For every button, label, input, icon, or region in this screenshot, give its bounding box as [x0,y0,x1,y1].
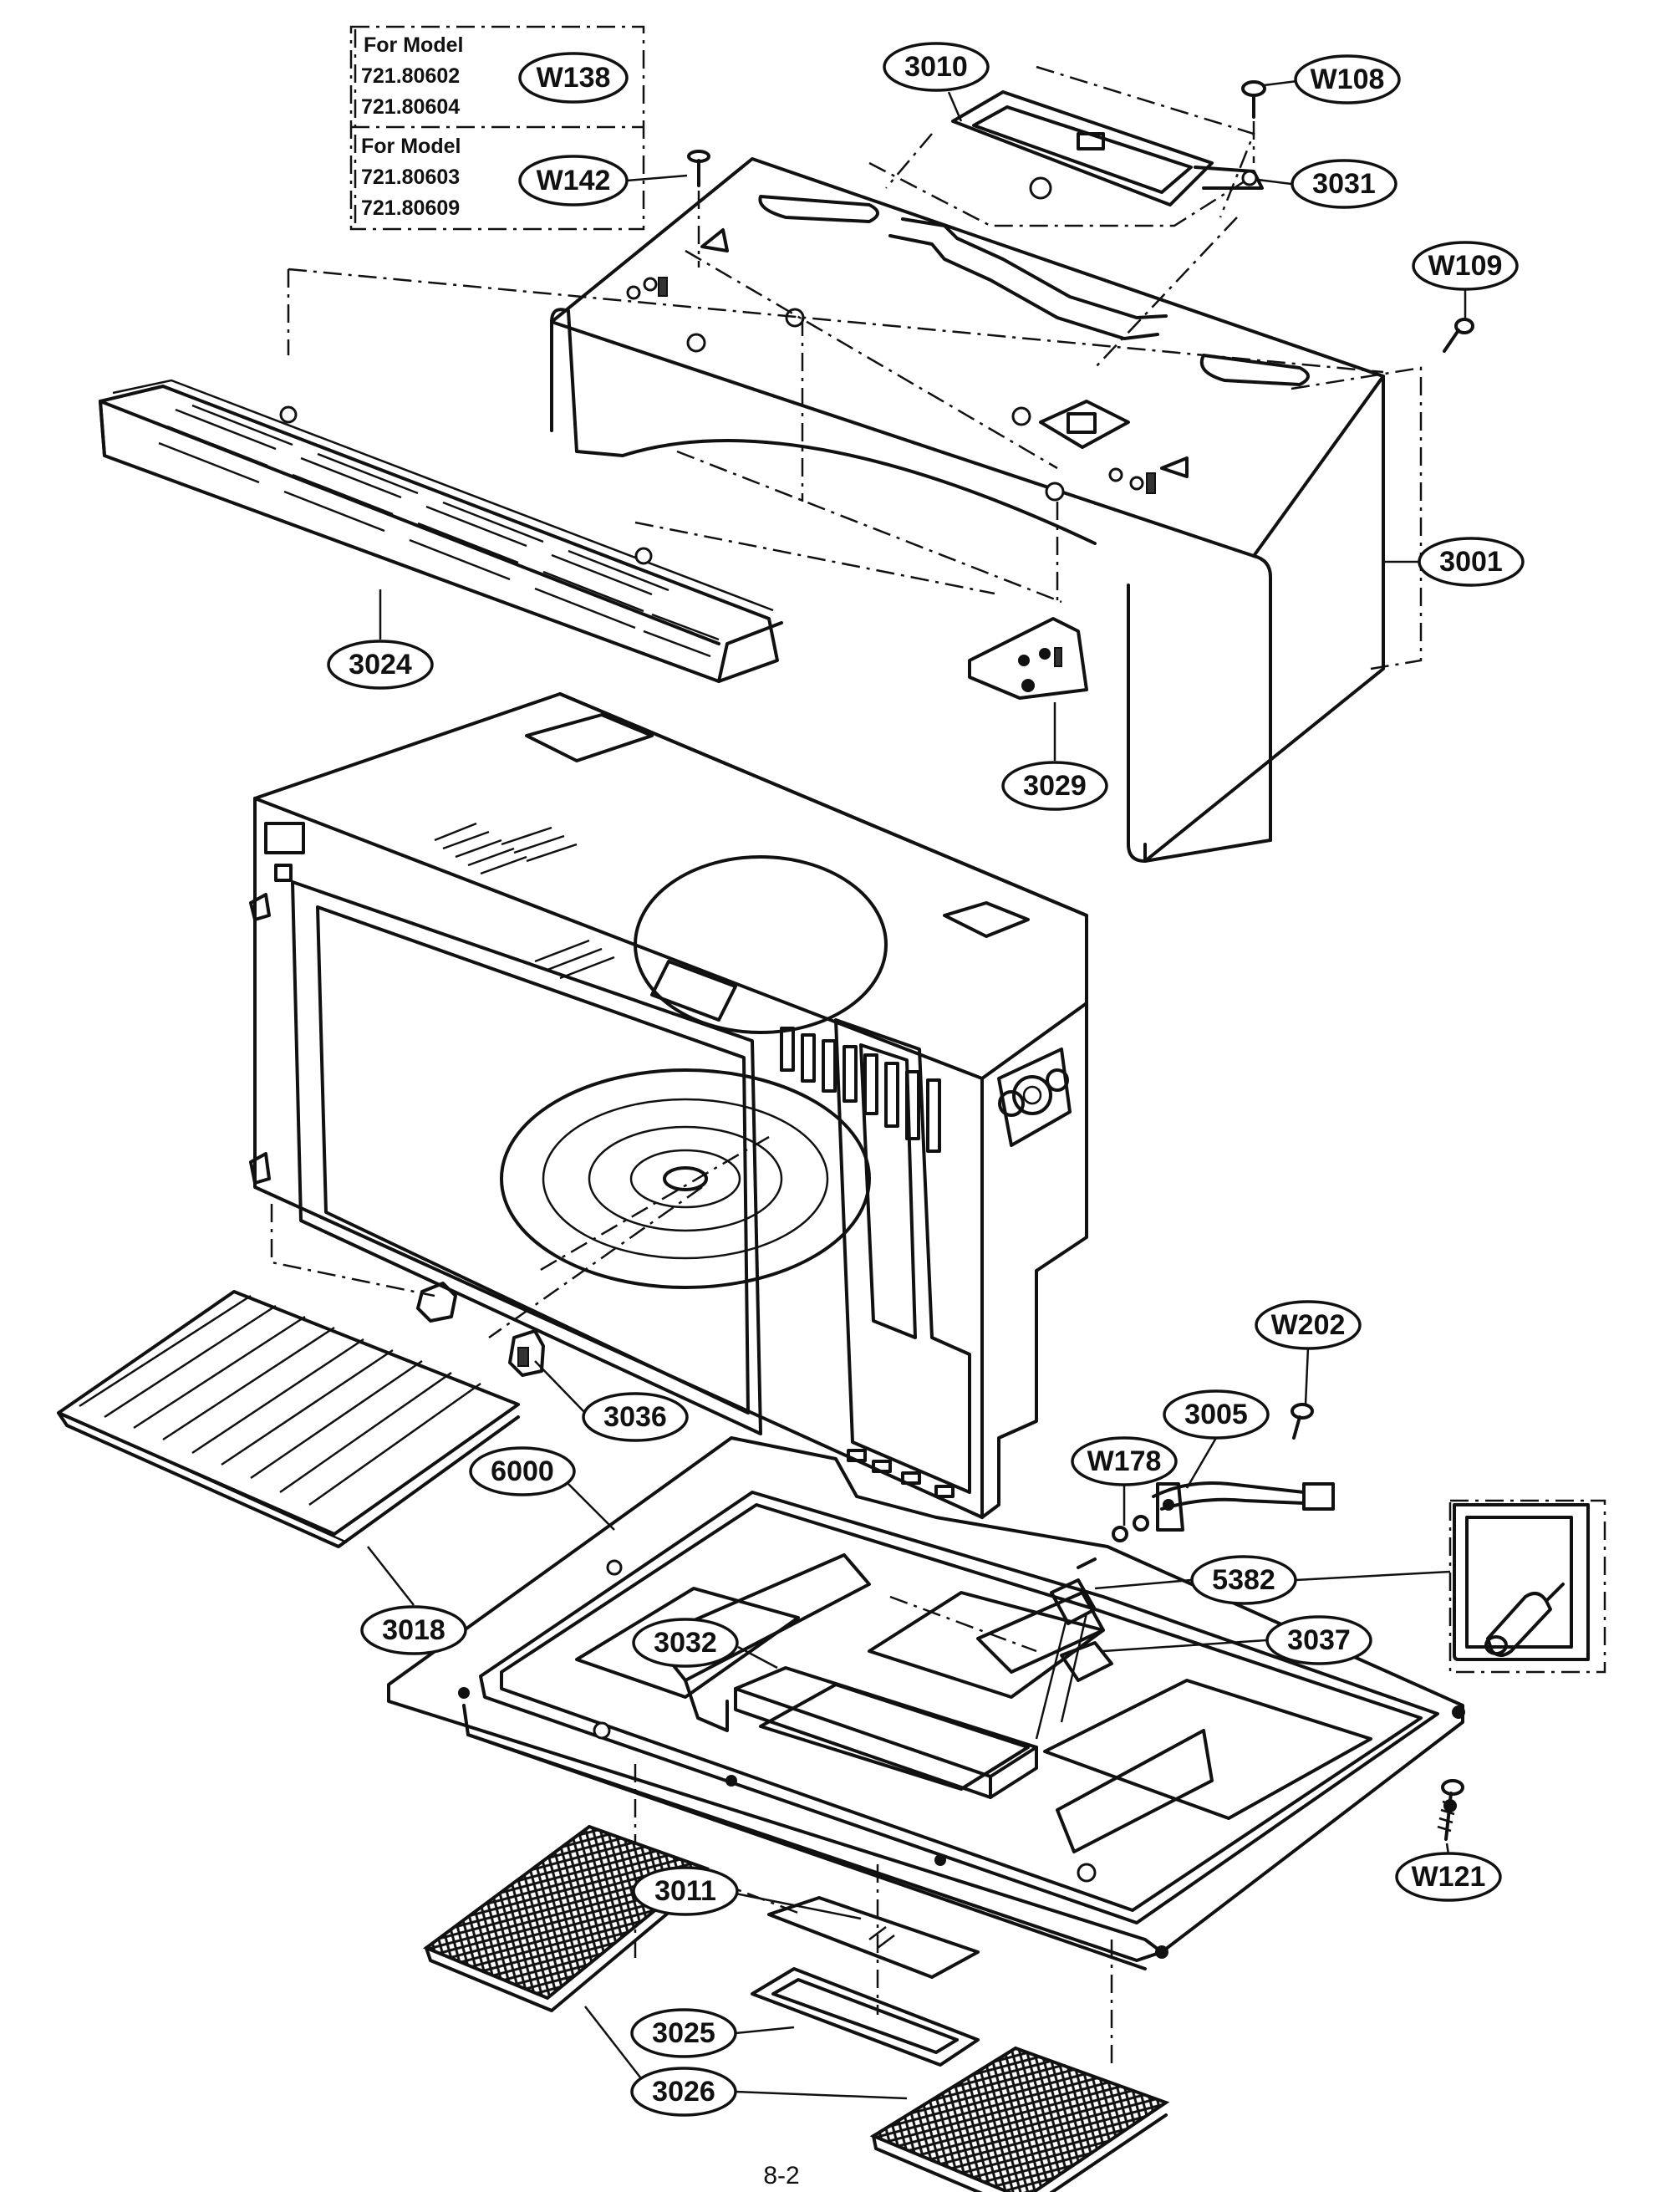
lamp-5382 [1035,1557,1097,1740]
oven-cavity [249,692,1088,1519]
page-number: 8-2 [763,2162,799,2189]
callout-3025: 3025 [652,2017,715,2049]
screws-w178-icon [1112,1515,1149,1542]
callout-3011: 3011 [654,1875,716,1907]
base-plate-6000 [387,1436,1465,1970]
callout-w109: W109 [1428,250,1503,282]
side-vent-slots [780,1027,941,1153]
oven-rack-3018 [57,1290,520,1548]
callout-w138-bubble [518,52,629,104]
outer-case-3001 [550,157,1385,863]
grease-filter-left-3026 [422,1824,710,2012]
top-vent-holes [434,822,615,980]
model-group-a-model-2: 721.80604 [361,95,460,119]
model-group-a-model-1: 721.80602 [361,64,460,88]
model-group-b-heading: For Model [361,135,461,158]
screw-w202-icon [1291,1403,1314,1440]
wire-harness-3005 [1152,1481,1335,1532]
screw-w121-icon [1437,1779,1464,1841]
case-alignment-lines [287,65,1423,670]
callout-3037: 3037 [1287,1624,1351,1656]
callout-3001: 3001 [1439,546,1503,578]
callout-w121: W121 [1412,1861,1486,1893]
callout-3024: 3024 [349,649,412,681]
callout-w108: W108 [1311,64,1385,95]
callout-3032: 3032 [654,1627,717,1659]
model-note-box: For Model 721.80602 721.80604 W138 For M… [349,25,688,231]
model-group-b-model-1: 721.80603 [361,166,460,189]
vent-grille-3024 [99,379,783,683]
grille-slots [158,404,720,658]
callout-3031: 3031 [1312,168,1376,200]
callout-6000: 6000 [491,1455,554,1487]
callout-3010: 3010 [904,51,968,83]
callout-5382: 5382 [1212,1564,1275,1596]
screw-w108-icon [1241,80,1266,163]
callout-3026: 3026 [652,2076,715,2108]
clips-3036 [416,1282,545,1377]
callout-3036: 3036 [603,1401,667,1433]
grease-filter-right-3026 [869,2046,1170,2192]
callout-w178: W178 [1087,1445,1162,1477]
model-group-b-model-2: 721.80609 [361,196,460,220]
frame-3025 [751,1967,980,2067]
callout-3005: 3005 [1184,1399,1248,1430]
callout-3029: 3029 [1023,770,1087,802]
model-group-a-heading: For Model [364,33,463,57]
bracket-3010 [951,90,1264,206]
callouts: 3010 W108 3031 W109 3001 3024 3029 W202 … [327,42,1525,2117]
screw-w109-icon [1443,318,1474,353]
callout-w202: W202 [1271,1309,1346,1341]
lamp-detail-box [1448,1499,1606,1674]
callout-3018: 3018 [382,1614,445,1646]
callout-w138: W138 [537,62,611,94]
callout-w142: W142 [537,165,611,196]
cavity-alignment-lines [270,1135,1037,1653]
cover-3011 [767,1896,980,1979]
